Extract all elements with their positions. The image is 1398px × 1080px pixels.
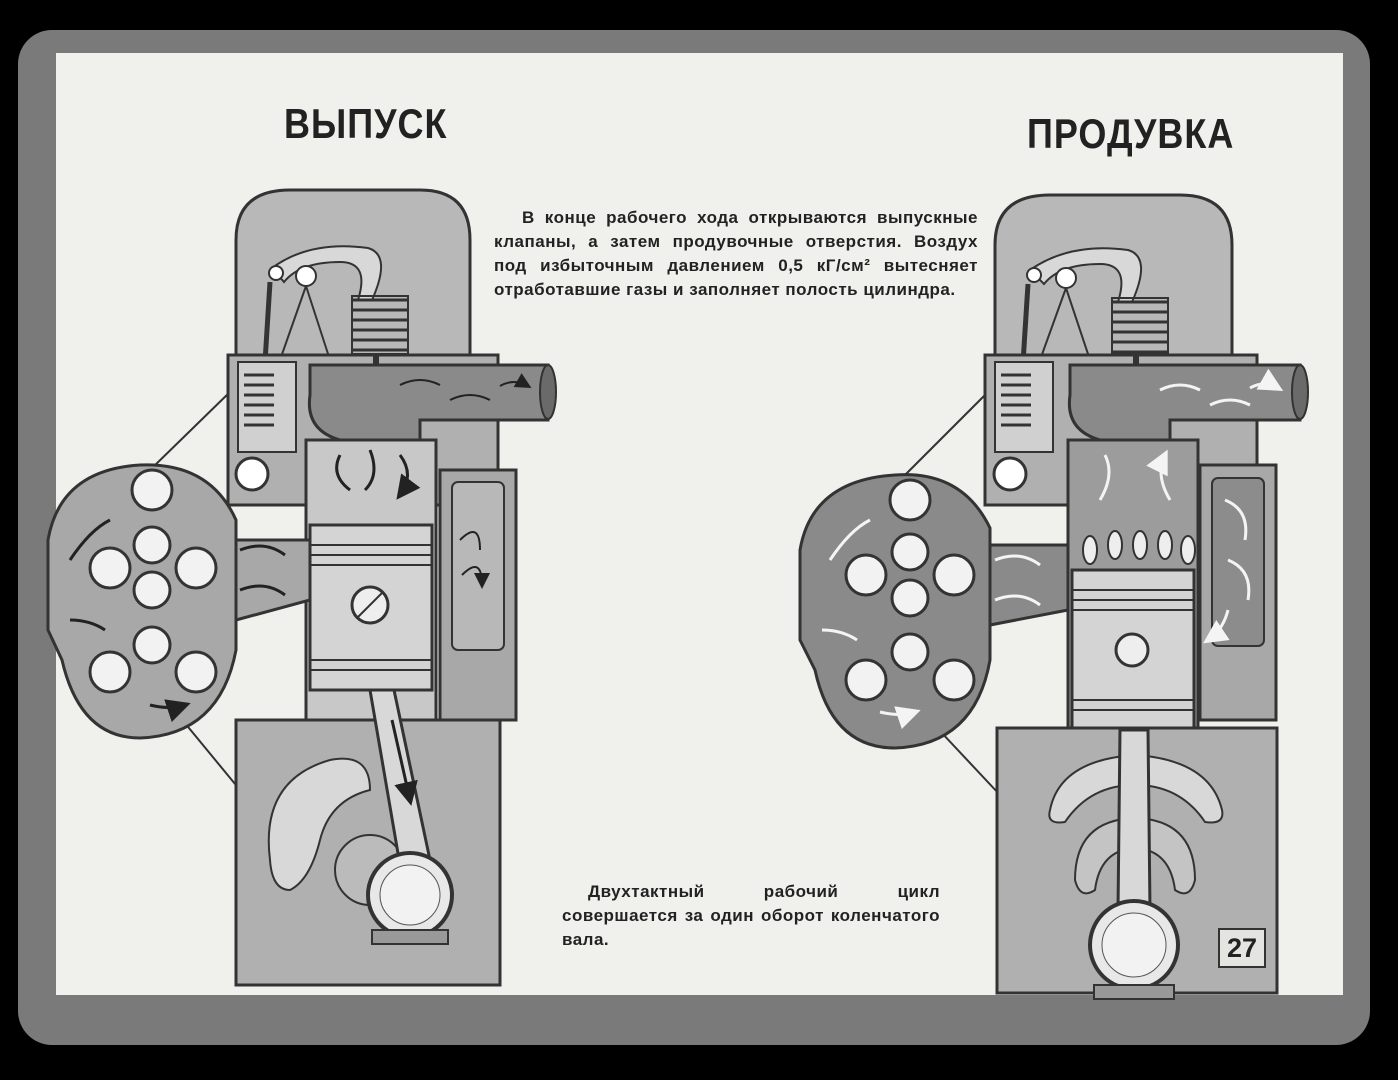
exhaust-pipe: [307, 363, 550, 442]
title-exhaust: ВЫПУСК: [284, 100, 448, 148]
page-number: 27: [1218, 928, 1266, 968]
blower: [798, 473, 992, 750]
valve-spring: [352, 298, 408, 352]
engine-exhaust-stroke: [46, 188, 557, 987]
title-scavenging: ПРОДУВКА: [1027, 110, 1235, 158]
connecting-rod: [1116, 728, 1152, 912]
engine-scavenging-stroke: [798, 193, 1309, 1000]
cylinder-head: [234, 188, 472, 357]
piston: [308, 523, 434, 692]
caption-cycle-note: Двухтактный рабочий цикл совершается за …: [562, 882, 940, 949]
caption-process-description: В конце рабочего хода открываются выпуск…: [494, 208, 978, 299]
piston: [1070, 568, 1196, 732]
cylinder-head: [993, 193, 1234, 357]
